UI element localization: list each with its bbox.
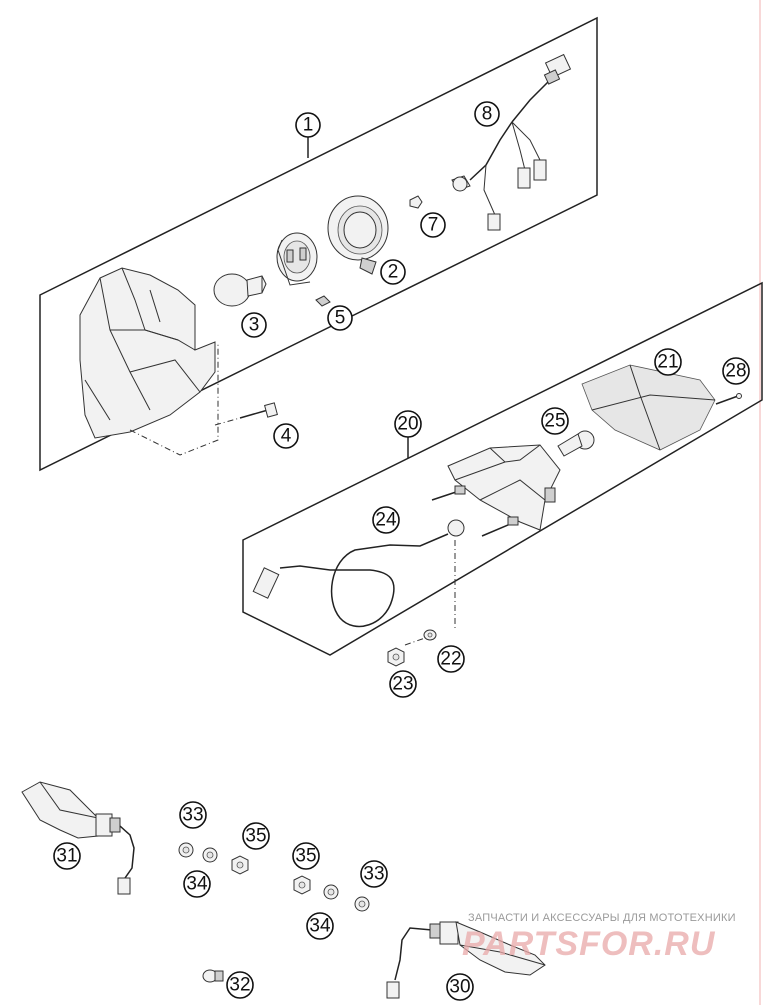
callout-32: 32 — [226, 971, 254, 999]
callout-34-right: 34 — [306, 912, 334, 940]
callout-28: 28 — [722, 357, 750, 385]
screw-28 — [715, 393, 742, 405]
callout-35-right: 35 — [292, 842, 320, 870]
headlight-assembly-frame — [39, 16, 598, 472]
callout-22: 22 — [437, 645, 465, 673]
callout-33-right-label: 33 — [363, 864, 384, 885]
callout-31: 31 — [53, 842, 81, 870]
lock-washer-34-right — [323, 884, 339, 900]
callout-7-label: 7 — [428, 215, 439, 236]
alignment-line — [129, 342, 219, 456]
callout-25: 25 — [541, 407, 569, 435]
headlight-assembly-group — [39, 16, 598, 472]
nut-35-left — [231, 855, 249, 875]
watermark: ЗАПЧАСТИ И АКСЕССУАРЫ ДЛЯ МОТОТЕХНИКИ PA… — [462, 912, 736, 963]
washer-33-right — [354, 896, 370, 912]
washer-33-left — [178, 842, 194, 858]
callout-34-right-label: 34 — [309, 916, 331, 937]
callout-4: 4 — [273, 423, 299, 449]
taillight-assembly-group — [242, 281, 763, 656]
watermark-tagline: ЗАПЧАСТИ И АКСЕССУАРЫ ДЛЯ МОТОТЕХНИКИ — [468, 912, 736, 924]
callout-32-label: 32 — [229, 975, 250, 996]
callout-4-label: 4 — [281, 426, 292, 447]
callout-23: 23 — [389, 670, 417, 698]
cable-24 — [252, 519, 465, 628]
turn-signal-30 — [386, 921, 546, 999]
turn-signal-31 — [21, 781, 135, 895]
washer-22 — [404, 629, 437, 646]
clip-5 — [315, 295, 331, 307]
callout-35-left: 35 — [242, 822, 270, 850]
callout-35-right-label: 35 — [295, 846, 316, 867]
callout-30: 30 — [446, 973, 474, 1001]
wiring-harness-8 — [451, 53, 572, 231]
callout-3: 3 — [241, 312, 267, 338]
callout-20-label: 20 — [397, 414, 418, 435]
callout-8-label: 8 — [482, 104, 493, 125]
taillight-assembly-frame — [242, 281, 763, 656]
callout-1: 1 — [295, 112, 321, 138]
callout-34-left: 34 — [183, 870, 211, 898]
callout-1-label: 1 — [303, 115, 314, 136]
callout-22-label: 22 — [440, 649, 461, 670]
callout-3-label: 3 — [249, 315, 260, 336]
watermark-logo: PARTSFOR.RU — [462, 925, 716, 963]
callout-34-left-label: 34 — [186, 874, 208, 895]
callout-20: 20 — [394, 410, 422, 438]
nut-23 — [387, 647, 405, 667]
small-bulb-7 — [409, 195, 423, 209]
bulb-25 — [557, 430, 595, 457]
lock-washer-34-left — [202, 847, 218, 863]
bulb-holder — [276, 232, 318, 286]
nut-35-right — [293, 875, 311, 895]
callout-28-label: 28 — [725, 361, 746, 382]
callout-5-label: 5 — [335, 308, 346, 329]
callout-24-label: 24 — [375, 510, 397, 531]
callout-35-left-label: 35 — [245, 826, 266, 847]
screw-4 — [214, 402, 278, 426]
callout-31-label: 31 — [56, 846, 77, 867]
callout-8: 8 — [474, 101, 500, 127]
tail-lamp-bolts — [431, 485, 519, 537]
callout-30-label: 30 — [449, 977, 470, 998]
headlight-mask — [79, 267, 216, 439]
callout-2-label: 2 — [388, 262, 399, 283]
callout-23-label: 23 — [392, 674, 413, 695]
callout-33-left: 33 — [179, 801, 207, 829]
callout-7: 7 — [420, 212, 446, 238]
reflector-ring-2 — [327, 195, 389, 275]
callout-24: 24 — [372, 506, 400, 534]
callout-25-label: 25 — [544, 411, 565, 432]
tail-lamp-body — [447, 444, 561, 531]
bulb-3 — [213, 273, 267, 307]
bulb-32 — [202, 969, 224, 983]
callout-5: 5 — [327, 305, 353, 331]
callout-21-label: 21 — [657, 352, 678, 373]
callout-33-left-label: 33 — [182, 805, 203, 826]
callout-33-right: 33 — [360, 860, 388, 888]
callout-2: 2 — [380, 259, 406, 285]
lens-21 — [581, 364, 716, 451]
callout-21: 21 — [654, 348, 682, 376]
